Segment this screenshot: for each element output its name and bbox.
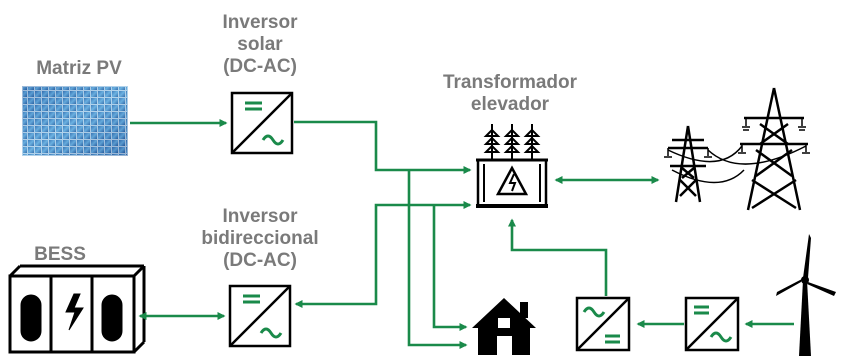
transformer-icon (476, 124, 548, 208)
flow-lines (130, 119, 794, 349)
wind-rectifier-icon (575, 296, 631, 352)
bess-label: BESS (34, 244, 86, 265)
bidirectional-inverter-label: Inversor bidireccional (DC-AC) (201, 206, 319, 271)
pv-array-label: Matriz PV (36, 58, 122, 79)
transformer-label: Transformador elevador (442, 72, 578, 115)
solar-panel-icon (22, 86, 128, 156)
battery-rack-icon (8, 264, 146, 354)
transmission-tower-icon (664, 87, 810, 211)
solar-inverter-label: Inversor solar (DC-AC) (222, 12, 298, 77)
wind-converter-icon (684, 296, 740, 352)
house-icon (472, 298, 536, 355)
wind-turbine-icon (776, 234, 836, 356)
solar-inverter-icon (230, 91, 294, 155)
bidirectional-inverter-icon (228, 284, 292, 348)
